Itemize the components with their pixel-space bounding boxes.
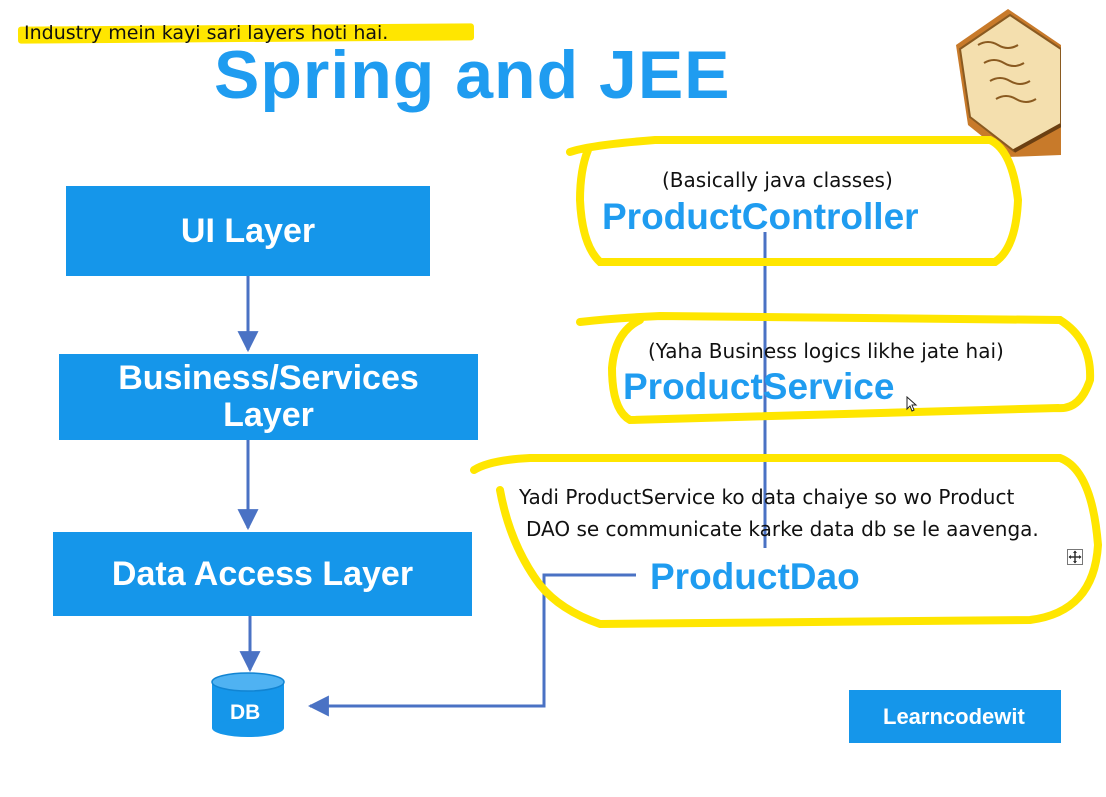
ui-layer-box: UI Layer xyxy=(66,186,430,276)
service-highlight xyxy=(576,311,1095,425)
product-controller-label: ProductController xyxy=(602,196,919,237)
cursor-icon xyxy=(906,395,918,412)
arrow-dao-to-db xyxy=(307,573,636,717)
slide-title: Spring and JEE xyxy=(214,37,731,113)
top-note: Industry mein kayi sari layers hoti hai. xyxy=(24,22,389,44)
db-cylinder: DB xyxy=(211,672,285,738)
data-access-layer-label: Data Access Layer xyxy=(111,554,414,593)
controller-highlight xyxy=(566,136,1023,266)
ui-layer-label: UI Layer xyxy=(180,211,316,250)
move-handle-icon[interactable] xyxy=(1067,549,1083,565)
product-dao-label: ProductDao xyxy=(650,556,860,597)
db-label: DB xyxy=(230,701,261,724)
dao-note-line1: Yadi ProductService ko data chaiye so wo… xyxy=(519,485,1015,509)
business-layer-label-line2: Layer xyxy=(223,396,314,434)
business-layer-box: Business/Services Layer xyxy=(59,354,478,440)
business-layer-label-line1: Business/Services xyxy=(118,359,419,398)
data-access-layer-box: Data Access Layer xyxy=(53,532,472,616)
dao-note-line2: DAO se communicate karke data db se le a… xyxy=(526,517,1039,541)
controller-note: (Basically java classes) xyxy=(662,168,893,192)
service-note: (Yaha Business logics likhe jate hai) xyxy=(648,339,1004,363)
product-service-label: ProductService xyxy=(623,366,895,407)
book-icon xyxy=(948,5,1062,157)
dao-highlight xyxy=(470,454,1103,629)
brand-label: Learncodewit xyxy=(883,703,1025,729)
brand-banner: Learncodewit xyxy=(849,690,1061,743)
